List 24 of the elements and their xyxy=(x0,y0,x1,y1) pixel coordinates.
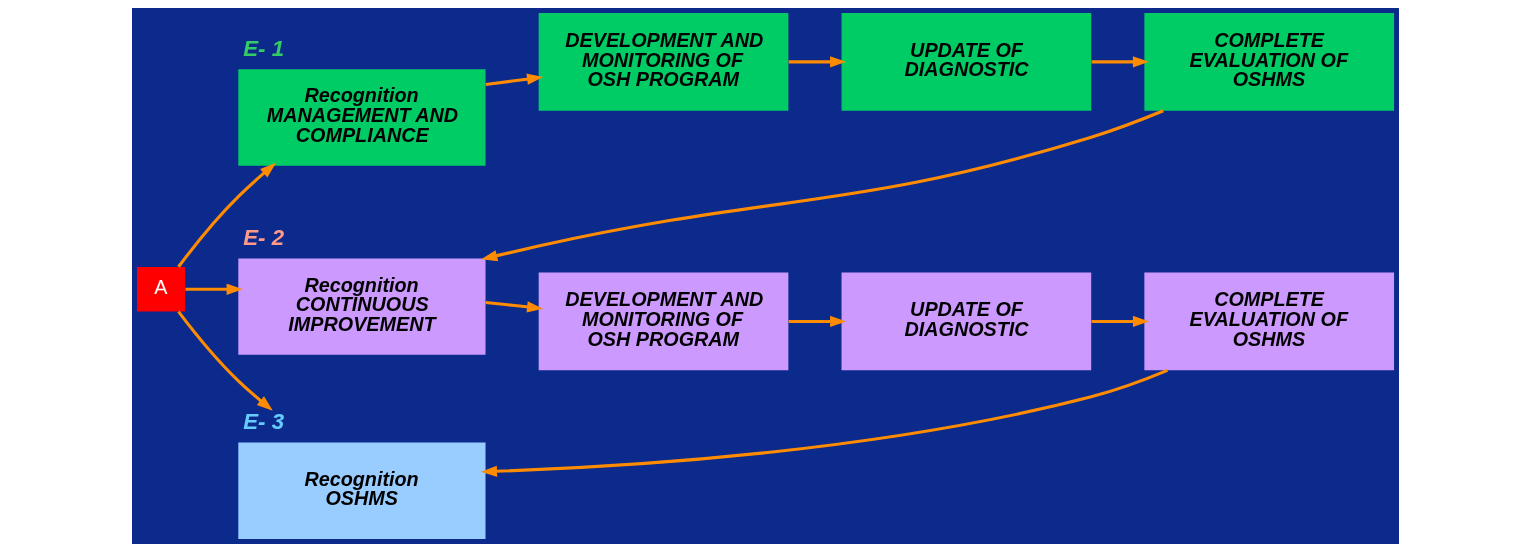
node-box: UPDATE OF DIAGNOSTIC xyxy=(841,272,1091,371)
arrow xyxy=(176,310,273,411)
arrow xyxy=(788,315,846,328)
node-box: Recognition CONTINUOUS IMPROVEMENT xyxy=(237,258,485,355)
arrow xyxy=(1091,56,1149,68)
arrow xyxy=(480,369,1168,477)
node-box: DEVELOPMENT AND MONITORING OF OSH PROGRAM xyxy=(538,272,788,371)
arrow xyxy=(485,300,543,313)
node-box: Recognition OSHMS xyxy=(237,442,485,539)
arrow xyxy=(184,283,243,295)
arrow xyxy=(788,56,846,68)
arrow xyxy=(1091,315,1149,328)
node-label: E- 2 xyxy=(242,225,284,251)
node-label: E- 1 xyxy=(242,36,284,62)
node-box: COMPLETE EVALUATION OF OSHMS xyxy=(1143,272,1394,371)
node-box: COMPLETE EVALUATION OF OSHMS xyxy=(1143,13,1394,111)
node-box: UPDATE OF DIAGNOSTIC xyxy=(841,13,1091,111)
arrow xyxy=(480,109,1164,262)
node-box: A xyxy=(136,267,185,312)
node-box: DEVELOPMENT AND MONITORING OF OSH PROGRAM xyxy=(538,13,788,111)
node-box: Recognition MANAGEMENT AND COMPLIANCE xyxy=(237,69,485,166)
arrow xyxy=(176,162,276,268)
arrow xyxy=(485,73,543,86)
node-label: E- 3 xyxy=(242,409,284,435)
